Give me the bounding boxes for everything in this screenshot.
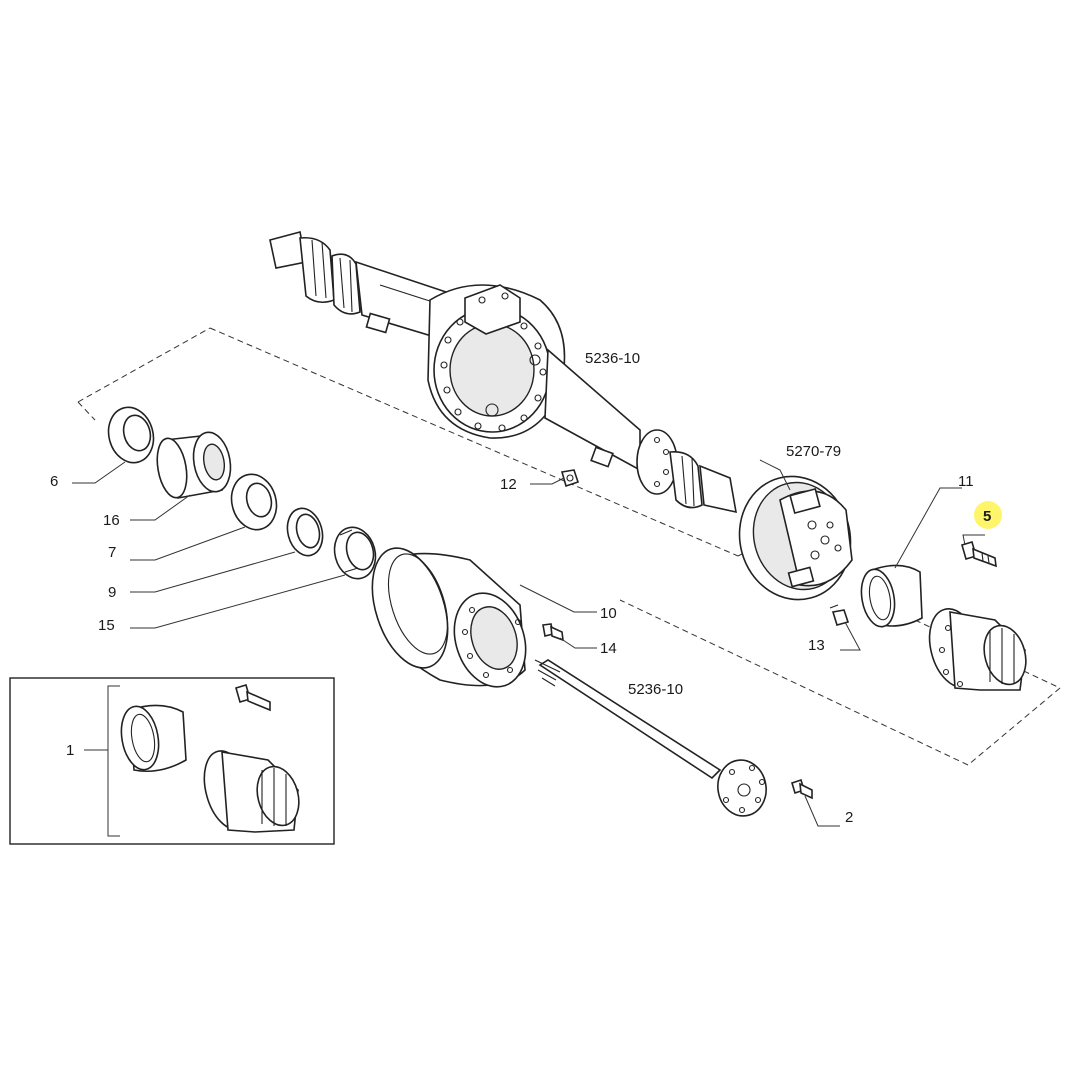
callout-5[interactable]: 5 [983, 508, 991, 525]
inset-stud-bolt[interactable] [235, 684, 271, 712]
callout-10[interactable]: 10 [600, 605, 617, 622]
part-6-seal[interactable] [103, 402, 160, 467]
callout-labels: 6 16 7 9 15 10 14 12 13 11 5 2 1 [50, 473, 991, 826]
callout-1[interactable]: 1 [66, 742, 74, 759]
callout-5-highlight [974, 501, 1002, 529]
brake-assembly[interactable] [726, 464, 864, 612]
ref-axle-housing[interactable]: 5236-10 [585, 350, 640, 367]
part-16-roller-bearing[interactable] [153, 429, 235, 500]
part-2-bolt[interactable] [791, 778, 813, 800]
axle-housing[interactable] [269, 231, 737, 514]
part-7-bearing-race[interactable] [226, 469, 283, 534]
part-5-stud-bolt[interactable] [961, 541, 997, 568]
part-12-nut[interactable] [560, 469, 580, 488]
ref-brake-assembly[interactable]: 5270-79 [786, 443, 841, 460]
part-13-bolt[interactable] [829, 604, 850, 626]
callout-9[interactable]: 9 [108, 584, 116, 601]
part-15-bearing-cup[interactable] [329, 523, 381, 584]
callout-7[interactable]: 7 [108, 544, 116, 561]
callout-14[interactable]: 14 [600, 640, 617, 657]
reference-labels: 5236-10 5270-79 5236-10 [585, 350, 841, 698]
part-11-ring-seal[interactable] [857, 564, 923, 629]
inset-kit-box [9, 677, 335, 845]
housing-bolt-holes [440, 318, 547, 432]
callout-2[interactable]: 2 [845, 809, 853, 826]
callout-12[interactable]: 12 [500, 476, 517, 493]
inset-wheel-hub[interactable] [196, 746, 305, 835]
part-9-ring[interactable] [282, 504, 327, 559]
callout-15[interactable]: 15 [98, 617, 115, 634]
callout-11[interactable]: 11 [958, 473, 974, 490]
callout-6[interactable]: 6 [50, 473, 58, 490]
axle-shaft[interactable] [534, 659, 770, 820]
part-10-brake-drum[interactable] [359, 539, 538, 697]
leader-lines [72, 459, 985, 827]
ref-axle-shaft[interactable]: 5236-10 [628, 681, 683, 698]
part-14-bolt[interactable] [542, 623, 564, 642]
wheel-hub[interactable] [921, 603, 1032, 693]
inset-ring-seal[interactable] [117, 703, 187, 773]
callout-13[interactable]: 13 [808, 637, 825, 654]
callout-16[interactable]: 16 [103, 512, 120, 529]
